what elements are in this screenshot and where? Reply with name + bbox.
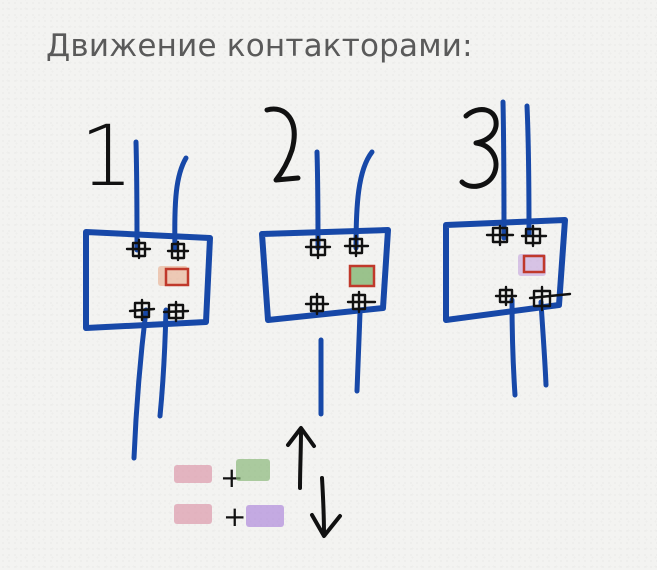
- step-1: 1: [80, 107, 213, 461]
- step-2-indicator: [348, 264, 376, 288]
- step-2-wire-top-right: [353, 149, 375, 251]
- legend-swatch-purple: [246, 505, 284, 527]
- step-3-number: [459, 107, 499, 189]
- step-1-number: 1: [80, 107, 133, 205]
- step-1-contactor-box: [83, 229, 213, 331]
- step-1-wire-top-left: [133, 139, 140, 253]
- legend-swatch-green: [236, 459, 270, 481]
- step-2: 2: [259, 106, 391, 417]
- step-2-wire-bottom-right: [354, 309, 363, 394]
- step-1-contacts: [125, 238, 190, 323]
- step-2-indicator-fill: [350, 266, 374, 286]
- legend-plus-bottom: +: [223, 500, 246, 533]
- legend-swatch-pink-top: [174, 465, 212, 483]
- step-1-wire-bottom-right: [157, 307, 169, 419]
- legend: + +: [174, 426, 342, 538]
- step-2-contactor-box: [259, 227, 391, 323]
- step-3-wire-top-left: [500, 99, 507, 241]
- step-1-indicator: [164, 267, 190, 287]
- arrow-up-icon: [286, 426, 316, 490]
- legend-swatch-pink-bottom: [174, 504, 212, 524]
- arrow-down-icon: [310, 476, 342, 538]
- step-3-contactor-box: [443, 217, 568, 323]
- step-3: 3: [443, 99, 572, 398]
- step-3-indicator: [522, 254, 546, 274]
- step-2-number: [264, 106, 301, 183]
- step-1-wire-bottom-left: [131, 307, 149, 461]
- step-2-contacts: [304, 234, 377, 316]
- step-3-wire-top-right: [524, 103, 532, 237]
- step-3-wire-bottom-left: [509, 297, 518, 398]
- step-3-contacts: [485, 224, 572, 312]
- step-3-wire-bottom-right: [538, 299, 549, 388]
- page-title: Движение контакторами:: [46, 28, 473, 64]
